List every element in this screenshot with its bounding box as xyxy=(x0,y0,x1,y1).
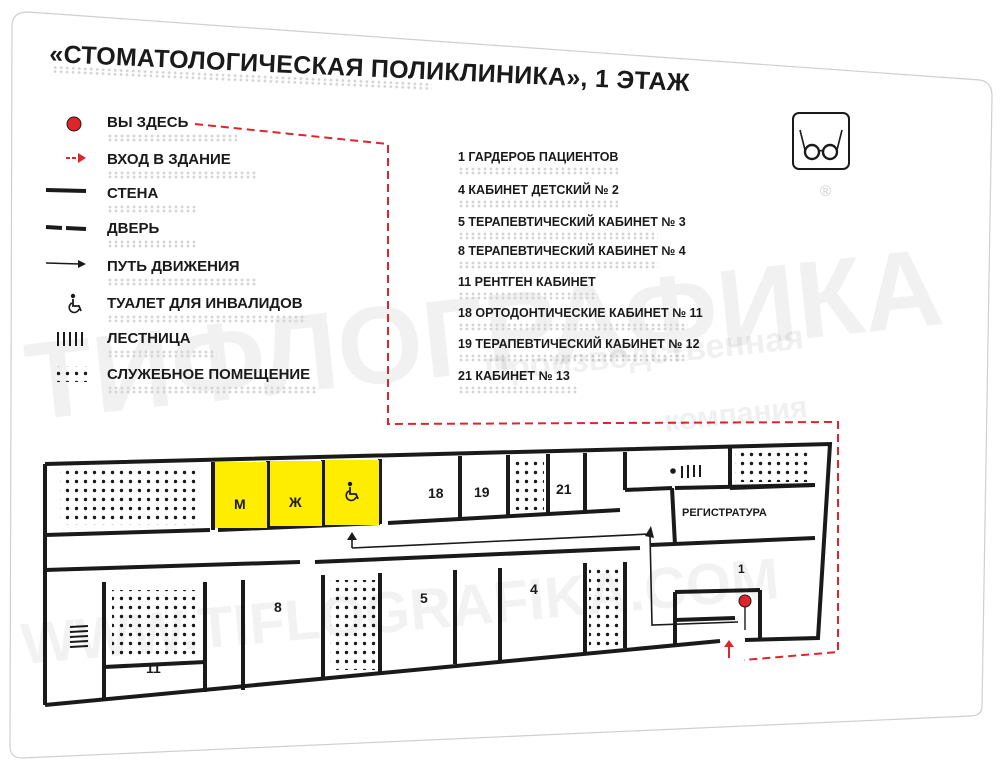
toilet-legend-icon xyxy=(68,293,82,314)
legend-braille-6 xyxy=(107,315,307,323)
room-18-label: 18 xyxy=(428,485,444,501)
room-list-braille xyxy=(458,354,688,362)
legend-stairs: ЛЕСТНИЦА xyxy=(107,330,191,347)
stairs-icon xyxy=(57,332,83,346)
room-list-braille xyxy=(458,292,598,300)
door-legend-icon xyxy=(45,225,87,231)
legend-braille-7 xyxy=(107,350,217,358)
room-list-braille xyxy=(458,167,618,175)
legend-wall: СТЕНА xyxy=(107,185,159,202)
service-room-1 xyxy=(60,470,200,525)
legend-braille-2 xyxy=(107,171,257,179)
wall-legend-icon xyxy=(45,188,87,193)
movement-path xyxy=(351,533,739,626)
room-list-item: 1 ГАРДЕРОБ ПАЦИЕНТОВ xyxy=(458,150,619,164)
legend-path: ПУТЬ ДВИЖЕНИЯ xyxy=(107,258,240,275)
toilet-w-label: Ж xyxy=(289,494,302,510)
floor-plan xyxy=(43,441,833,707)
room-list-braille xyxy=(458,386,578,394)
room-11-label: 11 xyxy=(146,660,161,676)
stairs-plan-1 xyxy=(69,625,89,648)
service-room-2 xyxy=(512,460,544,510)
service-room-5 xyxy=(330,580,376,670)
red-arrow-icon xyxy=(66,153,86,163)
room-list-item: 5 ТЕРАПЕВТИЧЕСКИЙ КАБИНЕТ № 3 xyxy=(458,215,686,229)
legend-entrance: ВХОД В ЗДАНИЕ xyxy=(107,151,231,168)
room-list-item: 19 ТЕРАПЕВТИЧЕСКИЙ КАБИНЕТ № 12 xyxy=(458,337,700,351)
room-list-braille xyxy=(458,200,618,208)
you-are-here-plan-dot xyxy=(738,594,752,608)
service-room-4 xyxy=(112,590,198,658)
service-room-3 xyxy=(735,452,811,482)
legend-door: ДВЕРЬ xyxy=(107,220,160,237)
wheelchair-icon xyxy=(345,481,359,502)
room-21-label: 21 xyxy=(556,481,572,497)
service-room-6 xyxy=(589,568,621,646)
path-arrow-icon xyxy=(45,260,86,268)
room-list-item: 4 КАБИНЕТ ДЕТСКИЙ № 2 xyxy=(458,183,619,197)
legend-toilet: ТУАЛЕТ ДЛЯ ИНВАЛИДОВ xyxy=(107,295,303,312)
legend-braille-5 xyxy=(107,278,257,286)
room-list-item: 18 ОРТОДОНТИЧЕСКИЕ КАБИНЕТ № 11 xyxy=(458,306,703,320)
room-list-braille xyxy=(458,323,688,331)
room-1-label: 1 xyxy=(738,562,745,576)
legend-service: СЛУЖЕБНОЕ ПОМЕЩЕНИЕ xyxy=(107,366,311,383)
route-dashed-line xyxy=(194,123,839,661)
legend-you-are-here: ВЫ ЗДЕСЬ xyxy=(107,114,189,131)
service-legend-icon xyxy=(54,366,88,382)
legend-braille-1 xyxy=(107,134,237,142)
legend-braille-8 xyxy=(107,386,317,394)
registered-mark-icon: ® xyxy=(820,183,831,200)
registry-label: РЕГИСТРАТУРА xyxy=(682,507,767,519)
room-4-label: 4 xyxy=(530,581,538,597)
room-5-label: 5 xyxy=(420,590,428,606)
toilet-m-label: М xyxy=(234,496,246,512)
room-list-item: 21 КАБИНЕТ № 13 xyxy=(458,369,570,383)
plate-outline xyxy=(9,11,993,759)
room-19-label: 19 xyxy=(474,484,490,500)
room-list-item: 8 ТЕРАПЕВТИЧЕСКИЙ КАБИНЕТ № 4 xyxy=(458,244,686,258)
room-8-label: 8 xyxy=(274,599,282,615)
entrance-plan-arrow xyxy=(724,640,734,647)
room-list-braille xyxy=(458,232,658,240)
red-dot-icon xyxy=(66,116,82,132)
toilet-m-fill xyxy=(215,462,267,528)
stairs-plan-2 xyxy=(670,465,701,478)
legend-braille-3 xyxy=(107,205,197,213)
glasses-icon xyxy=(792,112,850,170)
room-list-braille xyxy=(458,261,658,269)
room-list-item: 11 РЕНТГЕН КАБИНЕТ xyxy=(458,275,596,289)
toilet-w-fill xyxy=(270,461,322,526)
toilet-disabled-fill xyxy=(325,460,379,525)
legend-braille-4 xyxy=(107,240,197,248)
